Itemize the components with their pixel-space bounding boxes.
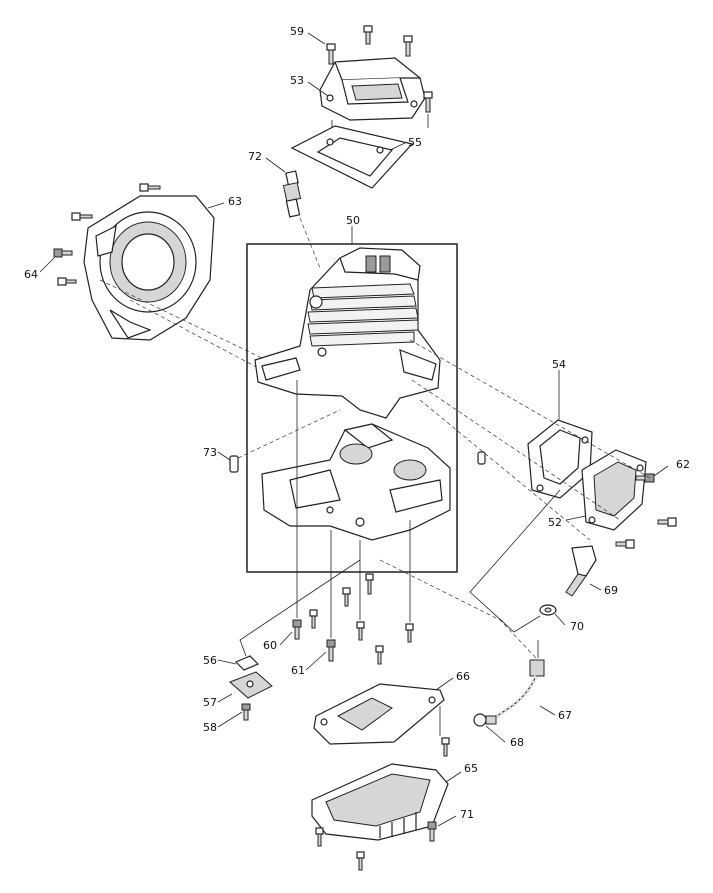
bolt-345	[342, 587, 351, 607]
oil-filler-plug-69	[565, 545, 597, 597]
plate-52	[581, 449, 647, 531]
bolt-52b	[615, 539, 635, 549]
callout-64: 64	[24, 268, 38, 281]
crankcase	[261, 423, 451, 541]
bolt-370	[365, 573, 374, 595]
callout-63: 63	[228, 195, 242, 208]
callout-50: 50	[346, 214, 360, 227]
callout-56: 56	[203, 654, 217, 667]
bolt-60	[292, 619, 302, 640]
spark-plug-72	[282, 170, 302, 218]
callout-67: 67	[558, 709, 572, 722]
bolt-59	[326, 43, 336, 65]
callout-73: 73	[203, 446, 217, 459]
callout-57: 57	[203, 696, 217, 709]
bulb-68	[473, 713, 497, 727]
flywheel-housing-63	[83, 195, 215, 341]
callout-55: 55	[408, 136, 422, 149]
callout-69: 69	[604, 584, 618, 597]
bolt-444	[441, 737, 450, 757]
callout-71: 71	[460, 808, 474, 821]
oil-pan-65	[311, 763, 449, 841]
bolt-360b	[356, 851, 365, 871]
bolt-310	[309, 609, 318, 629]
callout-72: 72	[248, 150, 262, 163]
gasket-54	[527, 419, 593, 499]
clip-56	[234, 655, 260, 671]
cylinder-block	[254, 247, 441, 419]
callout-68: 68	[510, 736, 524, 749]
bolt-top-3	[423, 91, 433, 113]
callout-60: 60	[263, 639, 277, 652]
bolt-408	[405, 623, 414, 643]
screw-58	[241, 703, 251, 721]
callout-58: 58	[203, 721, 217, 734]
bolt-360	[356, 621, 365, 641]
callout-65: 65	[464, 762, 478, 775]
callout-70: 70	[570, 620, 584, 633]
bolt-64	[53, 248, 73, 258]
bolt-71	[427, 821, 437, 842]
bolt-63c	[57, 277, 77, 286]
rocker-cover	[319, 57, 426, 121]
dowel-pin-73	[229, 455, 239, 473]
callout-66: 66	[456, 670, 470, 683]
washer-70	[539, 604, 557, 616]
callout-53: 53	[290, 74, 304, 87]
callout-62: 62	[676, 458, 690, 471]
callout-52: 52	[548, 516, 562, 529]
dowel-pin	[477, 451, 486, 465]
bracket-57	[229, 671, 273, 699]
gasket-55	[290, 125, 414, 189]
callout-54: 54	[552, 358, 566, 371]
gasket-66	[313, 683, 445, 745]
bolt-380	[375, 645, 384, 665]
bolt-63a	[139, 183, 161, 192]
bolt-52a	[657, 517, 677, 527]
bolt-63b	[71, 212, 93, 221]
bolt-61	[326, 639, 336, 662]
callout-59: 59	[290, 25, 304, 38]
breather-hose-67	[492, 659, 545, 720]
callout-61: 61	[291, 664, 305, 677]
bolt-320	[315, 827, 324, 847]
bolt-top-2	[403, 35, 413, 57]
bolt-top-1	[363, 25, 373, 45]
